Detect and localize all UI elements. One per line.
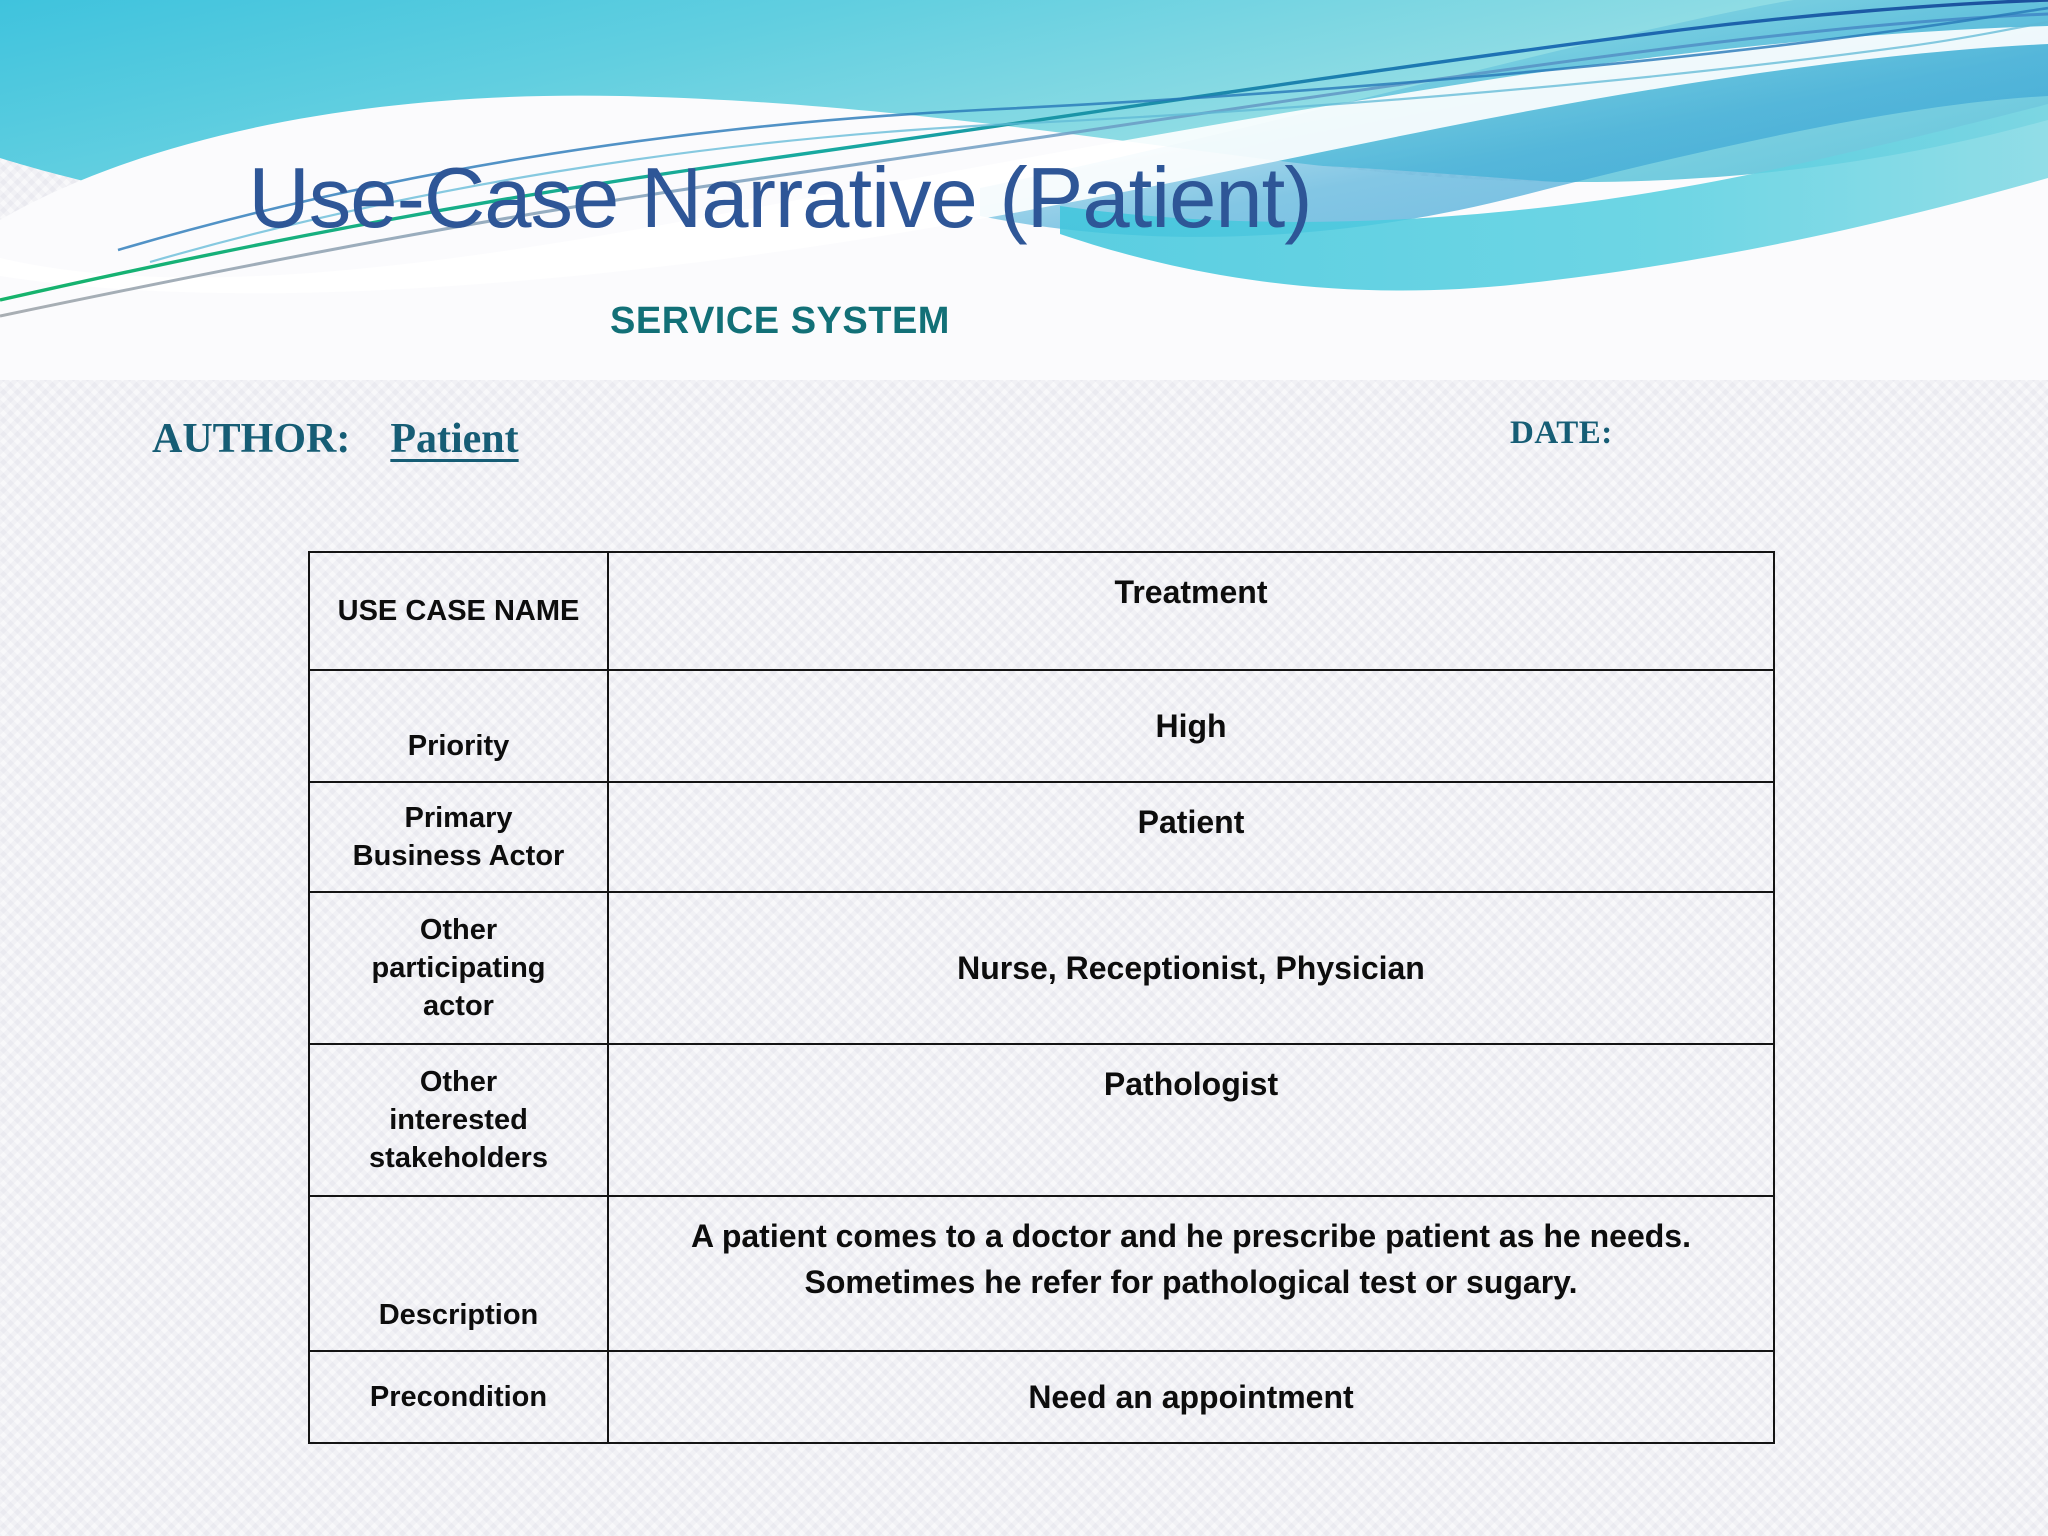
page-subtitle: SERVICE SYSTEM	[610, 300, 950, 342]
row-value-other-interested-stakeholders: Pathologist	[607, 1043, 1775, 1197]
row-label-line: Other	[419, 913, 498, 946]
row-label-use-case-name: USE CASE NAME	[308, 551, 609, 671]
row-value-text: Pathologist	[1103, 1066, 1279, 1102]
table-row: Other participating actor Nurse, Recepti…	[308, 891, 1775, 1045]
row-label-line: actor	[423, 990, 494, 1023]
row-label-priority: Priority	[308, 669, 609, 783]
row-value-use-case-name: Treatment	[607, 551, 1775, 671]
row-label-line: stakeholders	[369, 1142, 548, 1175]
date-label: DATE:	[1510, 415, 1613, 451]
row-value-precondition: Need an appointment	[607, 1350, 1775, 1444]
use-case-narrative-table: USE CASE NAME Treatment Priority High Pr…	[308, 551, 1775, 1444]
table-row: USE CASE NAME Treatment	[308, 551, 1775, 671]
row-label-line: participating	[371, 951, 546, 984]
row-label-precondition: Precondition	[308, 1350, 609, 1444]
row-label-other-participating-actor: Other participating actor	[308, 891, 609, 1045]
author-label: AUTHOR:	[152, 416, 351, 462]
table-row: Other interested stakeholders Pathologis…	[308, 1043, 1775, 1197]
author-block: AUTHOR: Patient	[152, 415, 519, 463]
row-label-line: Business Actor	[352, 840, 565, 872]
row-value-text: Patient	[1137, 804, 1245, 840]
row-value-text-line: A patient comes to a doctor and he presc…	[691, 1218, 1691, 1254]
row-label-line: interested	[389, 1103, 528, 1136]
row-label-description: Description	[308, 1195, 609, 1352]
author-value: Patient	[390, 416, 519, 462]
page-title: Use-Case Narrative (Patient)	[248, 151, 1312, 246]
date-block: DATE:	[1510, 415, 1835, 452]
table-row: Precondition Need an appointment	[308, 1350, 1775, 1444]
row-value-text: High	[1155, 707, 1227, 744]
row-label-primary-business-actor: Primary Business Actor	[308, 781, 609, 893]
row-label-line: Primary	[404, 801, 513, 834]
row-value-primary-business-actor: Patient	[607, 781, 1775, 893]
row-label-line: Other	[419, 1065, 498, 1098]
table-row: Description A patient comes to a doctor …	[308, 1195, 1775, 1352]
row-value-text-line: Sometimes he refer for pathological test…	[804, 1264, 1578, 1301]
row-value-text: Need an appointment	[1028, 1378, 1354, 1415]
row-value-priority: High	[607, 669, 1775, 783]
row-label-other-interested-stakeholders: Other interested stakeholders	[308, 1043, 609, 1197]
table-row: Primary Business Actor Patient	[308, 781, 1775, 893]
row-value-other-participating-actor: Nurse, Receptionist, Physician	[607, 891, 1775, 1045]
row-value-text: Nurse, Receptionist, Physician	[957, 949, 1425, 986]
row-value-text: Treatment	[1114, 574, 1268, 610]
row-value-description: A patient comes to a doctor and he presc…	[607, 1195, 1775, 1352]
table-row: Priority High	[308, 669, 1775, 783]
